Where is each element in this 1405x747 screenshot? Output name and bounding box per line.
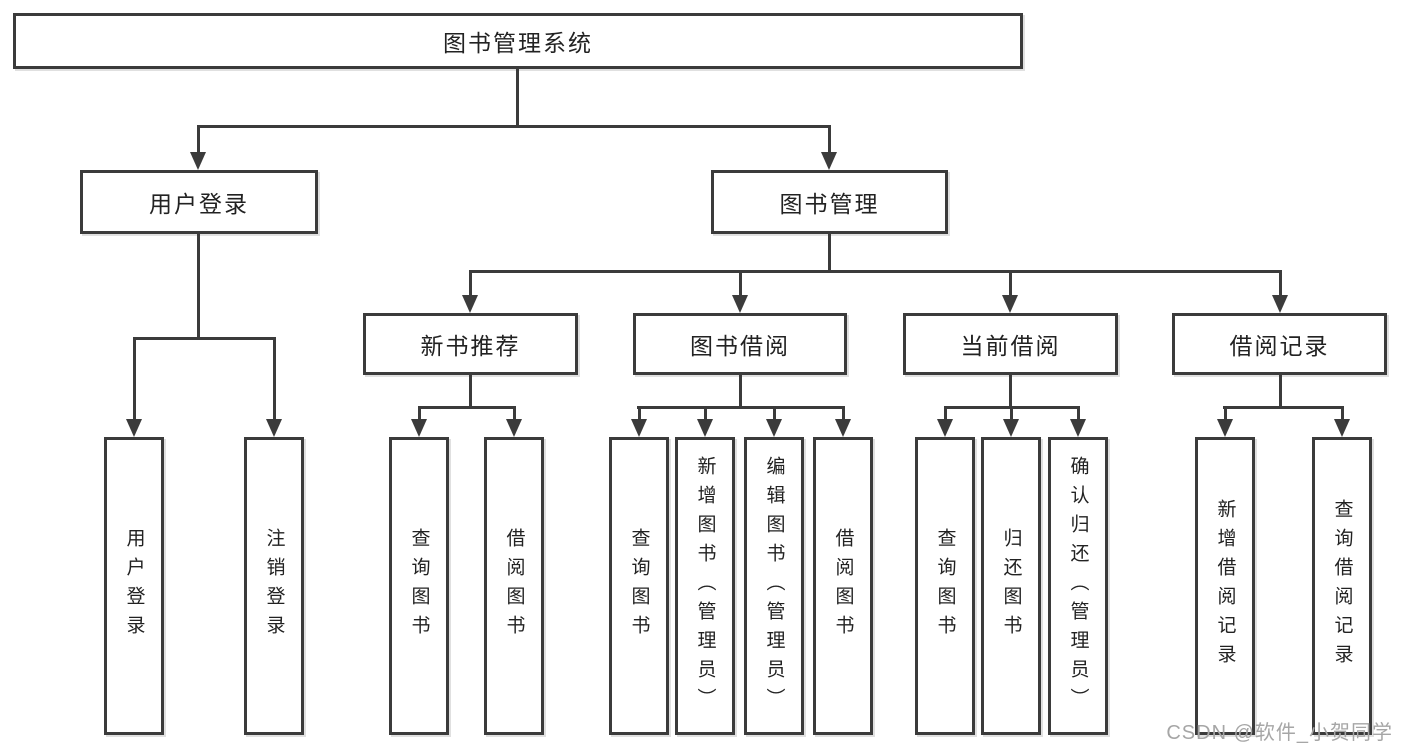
- leaf-logout: 注销登录: [244, 437, 304, 735]
- arrow-down-icon: [1334, 419, 1350, 437]
- connector-line: [828, 233, 831, 272]
- leaf-return-books: 归还图书: [981, 437, 1041, 735]
- connector-line: [1009, 272, 1012, 297]
- connector-line: [513, 408, 516, 421]
- connector-line: [197, 233, 200, 338]
- arrow-down-icon: [462, 295, 478, 313]
- leaf-add-books-admin: 新增图书（管理员）: [675, 437, 735, 735]
- connector-line: [418, 408, 421, 421]
- connector-line: [133, 337, 276, 340]
- arrow-down-icon: [1070, 419, 1086, 437]
- node-borrowing-records: 借阅记录: [1172, 313, 1387, 375]
- connector-line: [133, 339, 136, 421]
- connector-line: [197, 125, 831, 128]
- connector-line: [944, 408, 947, 421]
- connector-line: [638, 408, 641, 421]
- leaf-borrow-books-recommendation: 借阅图书: [484, 437, 544, 735]
- connector-line: [1341, 408, 1344, 421]
- arrow-down-icon: [732, 295, 748, 313]
- leaf-user-login: 用户登录: [104, 437, 164, 735]
- arrow-down-icon: [835, 419, 851, 437]
- arrow-down-icon: [506, 419, 522, 437]
- connector-line: [842, 408, 845, 421]
- arrow-down-icon: [190, 152, 206, 170]
- connector-line: [469, 374, 472, 408]
- arrow-down-icon: [126, 419, 142, 437]
- connector-line: [1279, 272, 1282, 297]
- node-book-borrowing: 图书借阅: [633, 313, 847, 375]
- leaf-search-borrow-record: 查询借阅记录: [1312, 437, 1372, 735]
- leaf-search-books-current: 查询图书: [915, 437, 975, 735]
- arrow-down-icon: [1217, 419, 1233, 437]
- connector-line: [516, 68, 519, 127]
- connector-line: [197, 127, 200, 154]
- arrow-down-icon: [937, 419, 953, 437]
- connector-line: [469, 272, 472, 297]
- connector-line: [704, 408, 707, 421]
- node-library-management-system: 图书管理系统: [13, 13, 1023, 69]
- connector-line: [1010, 408, 1013, 421]
- connector-line: [739, 272, 742, 297]
- connector-line: [469, 270, 1282, 273]
- arrow-down-icon: [766, 419, 782, 437]
- connector-line: [1279, 374, 1282, 408]
- node-user-login: 用户登录: [80, 170, 318, 234]
- arrow-down-icon: [1003, 419, 1019, 437]
- arrow-down-icon: [821, 152, 837, 170]
- leaf-search-books-borrowing: 查询图书: [609, 437, 669, 735]
- leaf-borrow-books-borrowing: 借阅图书: [813, 437, 873, 735]
- leaf-add-borrow-record: 新增借阅记录: [1195, 437, 1255, 735]
- leaf-edit-books-admin: 编辑图书（管理员）: [744, 437, 804, 735]
- connector-line: [773, 408, 776, 421]
- arrow-down-icon: [1002, 295, 1018, 313]
- connector-line: [944, 406, 1080, 409]
- leaf-search-books-recommendation: 查询图书: [389, 437, 449, 735]
- connector-line: [637, 406, 845, 409]
- arrow-down-icon: [1272, 295, 1288, 313]
- connector-line: [1223, 406, 1344, 409]
- arrow-down-icon: [266, 419, 282, 437]
- csdn-watermark: CSDN @软件_小贺同学: [1166, 722, 1393, 744]
- connector-line: [1224, 408, 1227, 421]
- connector-line: [418, 406, 516, 409]
- node-book-management: 图书管理: [711, 170, 948, 234]
- connector-line: [273, 339, 276, 421]
- connector-line: [739, 374, 742, 408]
- connector-line: [1077, 408, 1080, 421]
- connector-line: [1009, 374, 1012, 408]
- leaf-confirm-return-admin: 确认归还（管理员）: [1048, 437, 1108, 735]
- connector-line: [828, 127, 831, 154]
- node-new-book-recommendation: 新书推荐: [363, 313, 578, 375]
- arrow-down-icon: [631, 419, 647, 437]
- arrow-down-icon: [411, 419, 427, 437]
- arrow-down-icon: [697, 419, 713, 437]
- node-current-borrowing: 当前借阅: [903, 313, 1118, 375]
